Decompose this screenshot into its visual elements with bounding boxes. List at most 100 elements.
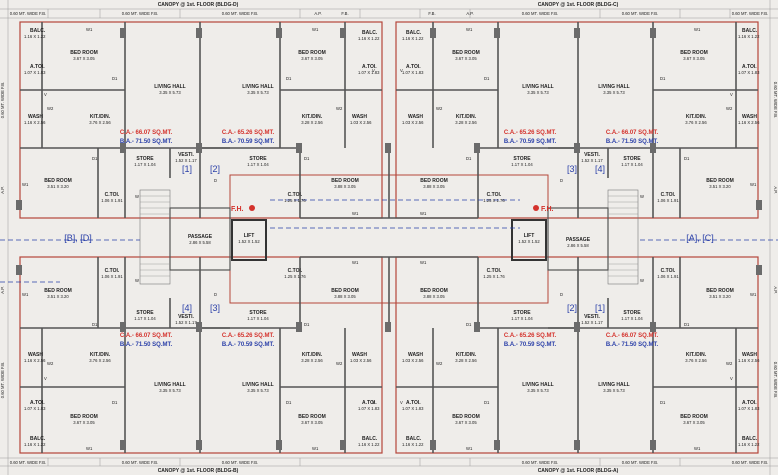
room-dim: 1.03 X 2.56 <box>402 120 424 125</box>
room-dim: 3.67 X 3.05 <box>683 420 705 425</box>
room-name: STORE <box>136 310 154 316</box>
room-name: C.TOI. <box>661 192 676 198</box>
window-tag: W1 <box>86 446 93 451</box>
room-dim: 1.17 X 1.04 <box>511 162 533 167</box>
room-dim: 1.16 X 2.56 <box>738 358 760 363</box>
door-tag: D1 <box>660 76 666 81</box>
window-tag: W2 <box>336 361 343 366</box>
room-dim: 3.76 X 2.56 <box>685 358 707 363</box>
room-dim: 1.52 X 1.17 <box>581 320 603 325</box>
window-tag: W1 <box>352 260 359 265</box>
room-name: STORE <box>513 310 531 316</box>
vent-tag: V <box>44 92 47 97</box>
window-tag: W <box>640 194 644 199</box>
room-name: STORE <box>249 156 267 162</box>
room-name: WASH <box>352 352 367 358</box>
room-name: VESTI. <box>584 314 600 320</box>
carpet-area: C.A.- 65.26 SQ.MT. <box>504 333 557 339</box>
room-name: BED ROOM <box>706 288 734 294</box>
room-dim: 3.67 X 3.05 <box>73 56 95 61</box>
room-name: LIVING HALL <box>522 382 553 388</box>
room-dim: 1.17 X 1.04 <box>134 162 156 167</box>
room-name: BED ROOM <box>420 288 448 294</box>
vent-tag: V <box>400 68 403 73</box>
margin-label: 0.60 MT. WIDE F.B. <box>622 11 659 16</box>
room-name: A.TOI. <box>30 64 45 70</box>
core-labels: PASSAGE 2.86 X 5.58 LIFT 1.52 X 1.52 PAS… <box>188 233 591 248</box>
room-name: BED ROOM <box>680 414 708 420</box>
room-dim: 3.76 X 2.56 <box>89 120 111 125</box>
room-name: C.TOI. <box>487 192 502 198</box>
fire-hydrant-label: F.H. <box>541 206 554 213</box>
door-tag: D <box>560 178 563 183</box>
room-dim: 1.07 X 1.83 <box>402 70 424 75</box>
canopy-label-bottom-right: CANOPY @ 1st. FLOOR (BLDG-A) <box>538 468 619 474</box>
unit-number: [4] <box>182 303 192 313</box>
room-name: KIT./DIN. <box>302 114 323 120</box>
room-dim: 1.03 X 2.56 <box>402 358 424 363</box>
room-name: BED ROOM <box>706 178 734 184</box>
room-dim: 3.51 X 3.20 <box>47 184 69 189</box>
room-dim: 1.07 X 1.83 <box>24 406 46 411</box>
room-name: VESTI. <box>178 152 194 158</box>
room-name: A.TOI. <box>406 64 421 70</box>
room-dim: 1.25 X 1.76 <box>483 274 505 279</box>
room-dim: 1.17 X 1.04 <box>621 316 643 321</box>
window-tag: W2 <box>726 361 733 366</box>
margin-label: 0.60 MT. WIDE F.B. <box>622 460 659 465</box>
room-name: BALC. <box>742 28 758 34</box>
window-tag: W1 <box>312 27 319 32</box>
window-tag: W1 <box>466 446 473 451</box>
margin-label: A.P. <box>773 286 778 293</box>
passage-label: PASSAGE <box>188 234 213 240</box>
room-dim: 3.35 X 5.73 <box>159 388 181 393</box>
room-dim: 1.16 X 1.22 <box>402 442 424 447</box>
room-name: A.TOI. <box>406 400 421 406</box>
door-tag: D1 <box>92 156 98 161</box>
built-area: B.A.- 71.50 SQ.MT. <box>120 139 173 145</box>
room-name: WASH <box>408 352 423 358</box>
window-tag: W1 <box>694 27 701 32</box>
margin-label: 0.60 MT. WIDE F.B. <box>122 460 159 465</box>
room-name: BALC. <box>406 30 422 36</box>
room-name: BED ROOM <box>44 288 72 294</box>
room-dim: 3.35 X 5.73 <box>247 90 269 95</box>
window-tag: W <box>640 278 644 283</box>
door-tag: D1 <box>660 400 666 405</box>
room-name: STORE <box>623 310 641 316</box>
window-tag: W1 <box>750 182 757 187</box>
room-dim: 1.06 X 1.91 <box>101 274 123 279</box>
room-name: BED ROOM <box>452 50 480 56</box>
room-dim: 3.35 X 5.73 <box>527 388 549 393</box>
room-dim: 1.03 X 2.56 <box>350 358 372 363</box>
vent-tag: V <box>730 376 733 381</box>
room-name: BALC. <box>30 436 46 442</box>
lift-label: LIFT <box>244 233 255 239</box>
vent-tag: V <box>372 400 375 405</box>
room-name: WASH <box>408 114 423 120</box>
room-dim: 3.67 X 3.05 <box>73 420 95 425</box>
room-name: KIT./DIN. <box>456 352 477 358</box>
room-dim: 3.28 X 2.56 <box>301 120 323 125</box>
unit-number: [2] <box>210 164 220 174</box>
margin-label: A.P. <box>773 186 778 193</box>
room-name: C.TOI. <box>105 268 120 274</box>
carpet-area: C.A.- 66.07 SQ.MT. <box>120 130 173 136</box>
passage-label: PASSAGE <box>566 237 591 243</box>
vent-tag: V <box>730 92 733 97</box>
room-dim: 1.07 X 1.83 <box>24 70 46 75</box>
door-tag: D1 <box>684 322 690 327</box>
built-area: B.A.- 70.59 SQ.MT. <box>222 342 275 348</box>
room-labels-top-right: BED ROOM 3.67 X 3.05 BALC. 1.16 X 1.22 A… <box>402 28 760 203</box>
room-name: LIVING HALL <box>598 84 629 90</box>
room-name: BED ROOM <box>331 288 359 294</box>
vent-tag: V <box>400 400 403 405</box>
room-name: BALC. <box>362 436 378 442</box>
room-dim: 3.35 X 5.73 <box>159 90 181 95</box>
room-name: WASH <box>742 114 757 120</box>
room-dim: 1.16 X 1.22 <box>358 36 380 41</box>
carpet-area: C.A.- 65.26 SQ.MT. <box>504 130 557 136</box>
room-name: BED ROOM <box>452 414 480 420</box>
